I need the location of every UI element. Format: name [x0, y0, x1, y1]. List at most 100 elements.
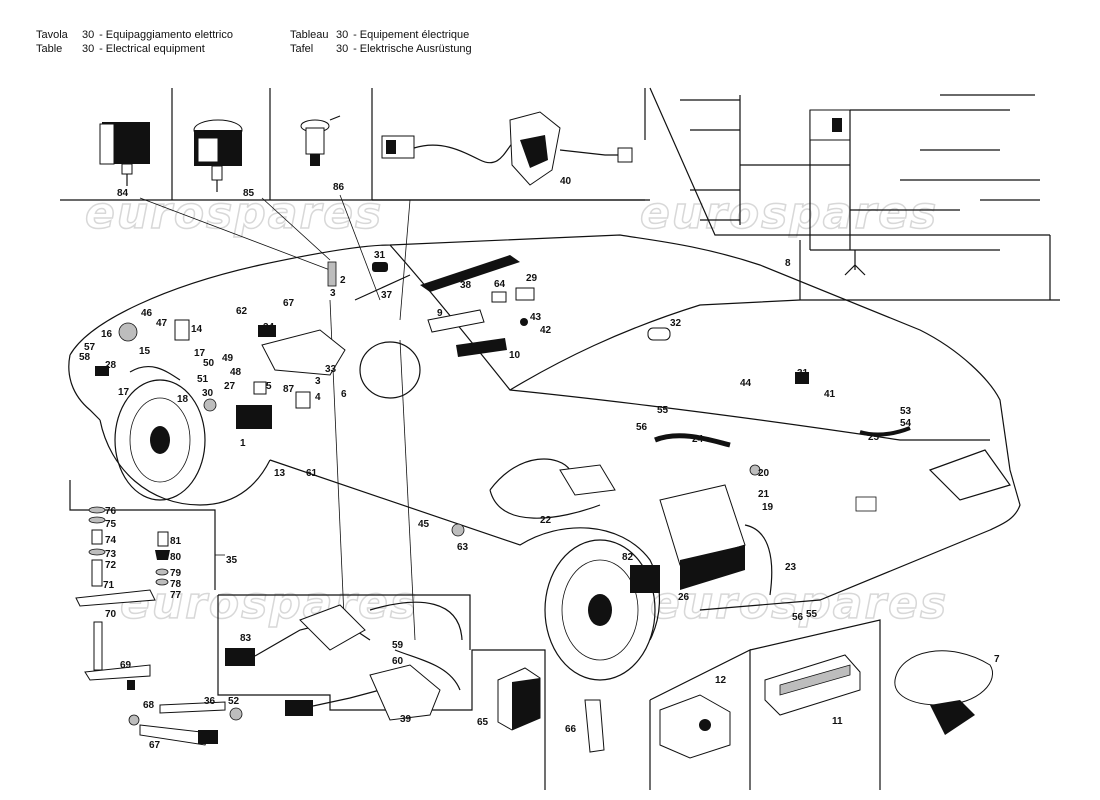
switch-39-icon [285, 649, 461, 721]
callout-label: 58 [79, 352, 91, 363]
mirror-7-icon [894, 650, 993, 735]
header-table-number: 30 [336, 29, 349, 41]
callout-label: 47 [156, 318, 168, 329]
callout-label: 19 [762, 502, 774, 513]
callout-label: 67 [149, 740, 161, 751]
cable-23-icon [744, 524, 773, 596]
callout-label: 40 [560, 176, 572, 187]
callout-label: 62 [236, 306, 248, 317]
callout-label: 22 [540, 515, 552, 526]
callout-label: 61 [306, 468, 318, 479]
bulb-86-icon [300, 115, 341, 166]
header-word: Tafel [290, 43, 314, 55]
rear-wheel [544, 539, 656, 681]
horn-17-icon [129, 366, 181, 381]
callout-label: 66 [565, 724, 577, 735]
switch-87-icon [295, 391, 311, 409]
wiper-blade-38-icon [420, 255, 520, 292]
callout-label: 10 [509, 350, 521, 361]
callout-label: 3 [315, 376, 321, 387]
callout-label: 83 [240, 633, 252, 644]
callout-label: 31 [797, 368, 809, 379]
leader-lines [139, 194, 416, 641]
callout-label: 35 [226, 555, 238, 566]
roof-rear-line [509, 389, 990, 441]
watermark: eurospares [650, 578, 948, 629]
callout-label: 25 [868, 432, 880, 443]
callout-label: 23 [785, 562, 797, 573]
side-mirror [359, 341, 421, 399]
side-sill [269, 459, 660, 641]
callout-label: 82 [622, 552, 634, 563]
nut-20-icon [749, 464, 761, 476]
callout-label: 14 [191, 324, 203, 335]
car-outline [68, 234, 1021, 681]
coil-14-icon [174, 319, 190, 341]
header-title: - Electrical equipment [99, 43, 205, 55]
callout-label: 55 [806, 609, 818, 620]
callout-label: 12 [715, 675, 727, 686]
bulb-31-icon [372, 262, 388, 272]
wiper-arm-37-icon [354, 274, 411, 301]
header-table-number: 30 [336, 43, 349, 55]
callout-label: 52 [228, 696, 240, 707]
cable-22-icon [489, 458, 601, 519]
callout-label: 56 [792, 612, 804, 623]
header-table-number: 30 [82, 29, 95, 41]
callout-label: 68 [143, 700, 155, 711]
callout-label: 11 [832, 716, 843, 727]
callout-label: 18 [177, 394, 189, 405]
callout-label: 13 [274, 468, 286, 479]
callout-label: 46 [141, 308, 153, 319]
front-wheel-arch [99, 419, 271, 506]
sensor-30-icon [203, 398, 217, 412]
rear-panel-detail [855, 496, 877, 512]
callout-label: 80 [170, 552, 182, 563]
screw-43-icon [520, 318, 528, 326]
panel-9-icon [427, 309, 485, 333]
callout-label: 72 [105, 560, 117, 571]
battery-base-icon [680, 545, 745, 590]
front-wheel [114, 379, 206, 501]
callout-label: 17 [194, 348, 206, 359]
callout-label: 78 [170, 579, 182, 590]
callout-label: 73 [105, 549, 117, 560]
callout-label: 2 [340, 275, 346, 286]
callout-label: 17 [118, 387, 130, 398]
watermark: eurospares [640, 188, 938, 239]
header-word: Tavola [36, 29, 68, 41]
callout-label: 87 [283, 384, 295, 395]
callout-label: 16 [101, 329, 113, 340]
panel-10-icon [456, 338, 507, 357]
callout-label: 71 [103, 580, 115, 591]
header-title: - Elektrische Ausrüstung [353, 43, 472, 55]
callout-label: 3 [330, 288, 336, 299]
switch-85-icon [193, 119, 243, 192]
callout-label: 48 [230, 367, 242, 378]
callout-label: 51 [197, 374, 209, 385]
starter-motor-icon [559, 464, 616, 496]
car-nose [68, 354, 101, 421]
inset-border [649, 87, 1050, 236]
bracket-66-icon [584, 699, 605, 753]
relay-29-icon [515, 287, 535, 301]
switch-40-icon [381, 111, 633, 186]
callout-label: 27 [224, 381, 236, 392]
bulb-27-icon [253, 381, 267, 395]
callout-label: 30 [202, 388, 214, 399]
lamp-31-rear-icon [795, 372, 809, 384]
callout-label: 64 [494, 279, 506, 290]
panel-border [749, 619, 881, 790]
callout-label: 6 [341, 389, 347, 400]
car-body-line [69, 234, 1021, 611]
callout-label: 20 [758, 468, 770, 479]
callout-label: 59 [392, 640, 404, 651]
callout-label: 45 [418, 519, 430, 530]
callout-label: 57 [84, 342, 96, 353]
header-left: Tavola 30 - Equipaggiamento elettrico Tab… [36, 28, 233, 56]
callout-label: 76 [105, 506, 117, 517]
callout-label: 36 [204, 696, 216, 707]
callout-label: 60 [392, 656, 404, 667]
header-title: - Equipaggiamento elettrico [99, 29, 233, 41]
